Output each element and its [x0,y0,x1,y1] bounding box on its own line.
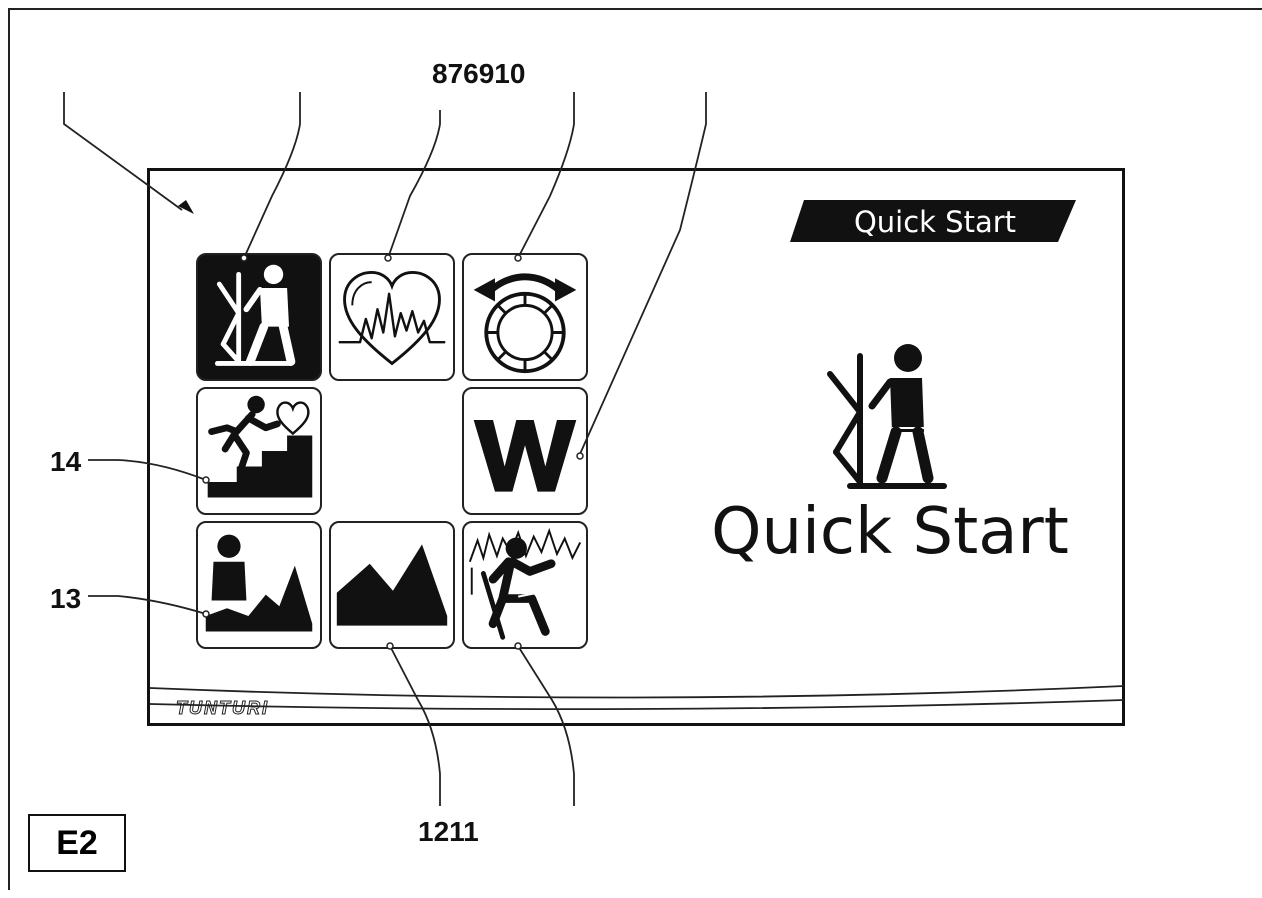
brand-logo: TUNTURI [176,698,269,719]
stairs-heart-icon [207,395,313,498]
callout-left-upper: 14 [50,446,82,477]
callout-top: 876910 [432,58,526,89]
tile-rotating-dial[interactable] [462,253,588,381]
tile-person-terrain[interactable] [196,521,322,649]
rotating-dial-icon [473,273,577,374]
tile-watt[interactable] [462,387,588,515]
cross-trainer-icon [214,264,296,366]
tile-stairs-heart[interactable] [196,387,322,515]
random-program-icon [468,527,582,640]
page-frame [8,8,1262,890]
callout-left-lower: 13 [50,583,82,614]
person-terrain-icon [205,534,313,632]
figure-label: E2 [28,814,126,872]
heart-rate-icon [338,271,446,366]
callout-bottom: 1211 [418,816,479,847]
tile-heart-rate[interactable] [329,253,455,381]
quick-start-tab [790,200,1076,242]
quick-start-main-label: Quick Start [711,495,1069,569]
tile-mountain-profile[interactable] [329,521,455,649]
watt-icon [473,420,577,492]
mountain-profile-icon [336,544,448,626]
cross-trainer-preview-icon [827,344,947,489]
tile-cross-trainer[interactable] [196,253,322,381]
tile-random-program[interactable] [462,521,588,649]
quick-start-tab-label: Quick Start [853,205,1017,239]
